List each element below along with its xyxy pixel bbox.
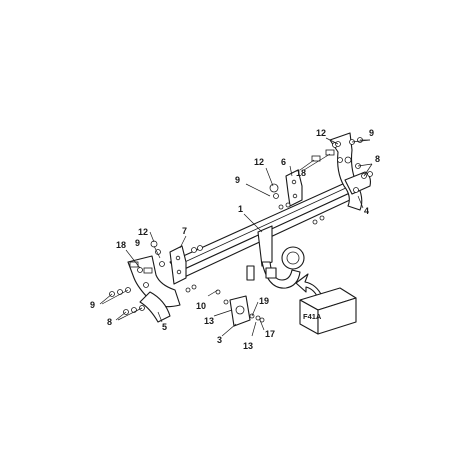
callout-18-left: 18	[116, 240, 126, 250]
callout-12-mid: 12	[254, 157, 264, 167]
callouts: 1 3 4 5 6 7 8 8 9 9 9 9 10 12 12 12 13 1…	[90, 128, 380, 351]
callout-6: 6	[281, 157, 286, 167]
callout-17: 17	[265, 329, 275, 339]
callout-4: 4	[364, 206, 369, 216]
callout-13-left: 13	[204, 316, 214, 326]
callout-8-left: 8	[107, 317, 112, 327]
callout-19: 19	[259, 296, 269, 306]
callout-9-midleft: 9	[135, 238, 140, 248]
socket-hardware	[215, 289, 265, 323]
callout-12-left: 12	[138, 227, 148, 237]
callout-1: 1	[238, 204, 243, 214]
mounting-plate-6	[285, 169, 303, 207]
right-side-bracket	[329, 132, 371, 211]
tow-ball-assembly	[246, 225, 305, 289]
socket-plate	[229, 295, 251, 327]
arrow-to-tow-ball	[295, 273, 323, 299]
callout-12-right: 12	[316, 128, 326, 138]
callout-13-right: 13	[243, 341, 253, 351]
callout-9-right: 9	[369, 128, 374, 138]
callout-3: 3	[217, 335, 222, 345]
callout-18-right: 18	[296, 168, 306, 178]
left-side-bracket	[127, 255, 181, 323]
callout-7: 7	[182, 226, 187, 236]
callout-9-left: 9	[90, 300, 95, 310]
leader-lines	[99, 137, 373, 337]
right-hardware	[269, 137, 373, 225]
callout-10: 10	[196, 301, 206, 311]
mounting-plate-7	[169, 245, 187, 285]
callout-5: 5	[162, 322, 167, 332]
callout-8-right: 8	[375, 154, 380, 164]
f41a-package-box: F41A	[299, 287, 357, 335]
f41a-box-label: F41A	[303, 312, 322, 321]
callout-9-mid: 9	[235, 175, 240, 185]
